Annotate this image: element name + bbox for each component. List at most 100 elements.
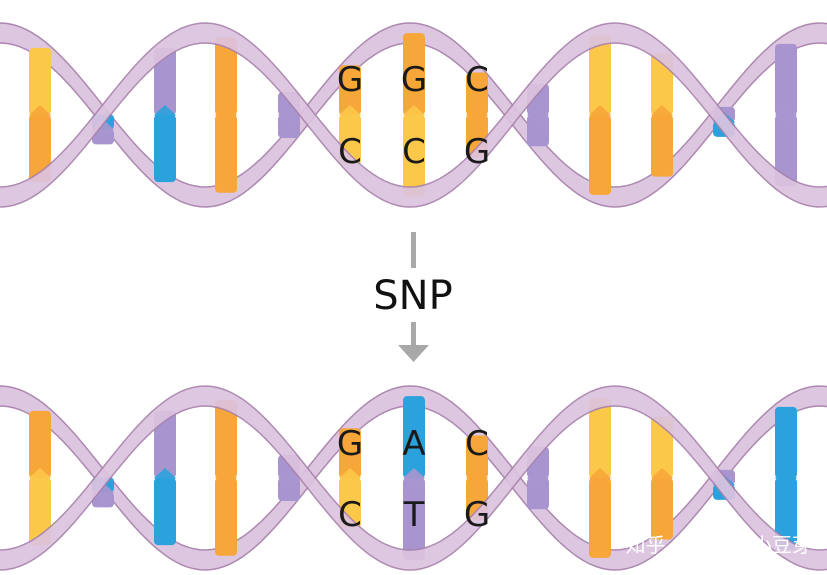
nucleotide-bottom <box>154 115 176 183</box>
pair-joint <box>775 105 797 125</box>
pair-joint <box>589 105 611 125</box>
nucleotide-top <box>339 65 361 115</box>
nucleotide-bottom <box>29 478 51 546</box>
nucleotide-bottom <box>527 115 549 147</box>
watermark-text: 知乎 @遗传界小豆芽 <box>626 533 812 557</box>
nucleotide-top <box>403 33 425 115</box>
base-pair-rung <box>29 410 51 546</box>
pair-joint <box>403 105 425 125</box>
pair-joint <box>339 105 361 125</box>
nucleotide-bottom <box>29 115 51 183</box>
base-letter: G <box>464 495 490 535</box>
base-pair-rung <box>651 416 673 540</box>
pair-joint <box>154 105 176 125</box>
base-pair-rung <box>278 455 300 501</box>
base-pair-rung <box>215 400 237 556</box>
base-letter: A <box>402 424 425 464</box>
pair-joint <box>29 468 51 488</box>
pair-joint <box>651 468 673 488</box>
pair-joint <box>775 468 797 488</box>
nucleotide-top <box>466 435 488 478</box>
arrow-shaft-lower <box>411 322 416 348</box>
pair-joint <box>403 468 425 488</box>
base-pair-rung <box>403 33 425 197</box>
base-pair-rung <box>154 410 176 546</box>
base-pair-rung <box>29 47 51 183</box>
nucleotide-top <box>403 396 425 478</box>
pair-joint <box>527 105 549 125</box>
nucleotide-bottom <box>403 115 425 197</box>
nucleotide-top <box>154 47 176 115</box>
helix-backbone-back <box>0 385 827 571</box>
pair-joint <box>215 468 237 488</box>
base-letters-bottom-strand: C C G <box>338 132 490 172</box>
pair-joint <box>527 468 549 488</box>
nucleotide-top <box>29 410 51 478</box>
base-pair-rung <box>339 428 361 528</box>
nucleotide-bottom <box>775 115 797 187</box>
nucleotide-bottom <box>589 115 611 195</box>
nucleotide-bottom <box>651 478 673 540</box>
helix-backbone-back <box>0 22 827 208</box>
pair-joint <box>154 468 176 488</box>
nucleotide-top <box>154 410 176 478</box>
nucleotide-bottom <box>278 478 300 501</box>
nucleotide-top <box>466 72 488 115</box>
base-letters-bottom-strand: C T G <box>338 495 490 535</box>
base-pair-rung <box>775 43 797 187</box>
nucleotide-bottom <box>215 115 237 193</box>
base-letter: C <box>465 424 489 464</box>
pair-joint <box>215 105 237 125</box>
pair-joint <box>278 468 300 488</box>
backbone-strand-front <box>0 385 827 571</box>
dna-helix-after: G A C C T G <box>0 385 827 571</box>
base-pair-rung <box>215 37 237 193</box>
base-letter: G <box>401 60 427 100</box>
nucleotide-top <box>215 400 237 478</box>
base-letters-top-strand: G A C <box>337 424 489 464</box>
nucleotide-top <box>589 35 611 115</box>
arrow-head <box>398 345 429 362</box>
base-letter: T <box>403 495 425 535</box>
nucleotide-bottom <box>154 478 176 546</box>
nucleotide-top <box>775 406 797 478</box>
nucleotide-top <box>29 47 51 115</box>
pair-joint <box>466 468 488 488</box>
base-letter: G <box>464 132 490 172</box>
base-letter: C <box>402 132 426 172</box>
nucleotide-bottom <box>775 478 797 550</box>
base-pair-rung <box>589 35 611 195</box>
nucleotide-top <box>215 37 237 115</box>
nucleotide-top <box>775 43 797 116</box>
pair-joint <box>339 468 361 488</box>
pair-joint <box>278 105 300 125</box>
nucleotide-bottom <box>403 478 425 560</box>
base-letter: C <box>338 495 362 535</box>
backbone-strand-back <box>0 22 827 208</box>
nucleotide-top <box>589 398 611 478</box>
base-pair-rung <box>775 406 797 550</box>
base-letter: G <box>337 60 363 100</box>
dna-helix-before: G G C C C G <box>0 22 827 208</box>
pair-joint <box>29 105 51 125</box>
helix-backbone-front <box>0 22 827 208</box>
backbone-strand-back <box>0 385 827 571</box>
pair-joint <box>589 468 611 488</box>
nucleotide-bottom <box>651 115 673 177</box>
nucleotide-bottom <box>589 478 611 558</box>
base-pair-rung <box>651 53 673 177</box>
base-pair-rung <box>154 47 176 183</box>
pair-joint <box>651 105 673 125</box>
pair-joint <box>466 105 488 125</box>
nucleotide-bottom <box>278 115 300 138</box>
base-letters-top-strand: G G C <box>337 60 489 100</box>
arrow-shaft-upper <box>411 232 416 268</box>
base-pair-rung <box>403 396 425 560</box>
nucleotide-bottom <box>215 478 237 556</box>
base-letter: G <box>337 424 363 464</box>
snp-label: SNP <box>373 273 452 319</box>
helix-backbone-front <box>0 385 827 571</box>
mutation-arrow: SNP <box>373 232 453 362</box>
base-letter: C <box>338 132 362 172</box>
